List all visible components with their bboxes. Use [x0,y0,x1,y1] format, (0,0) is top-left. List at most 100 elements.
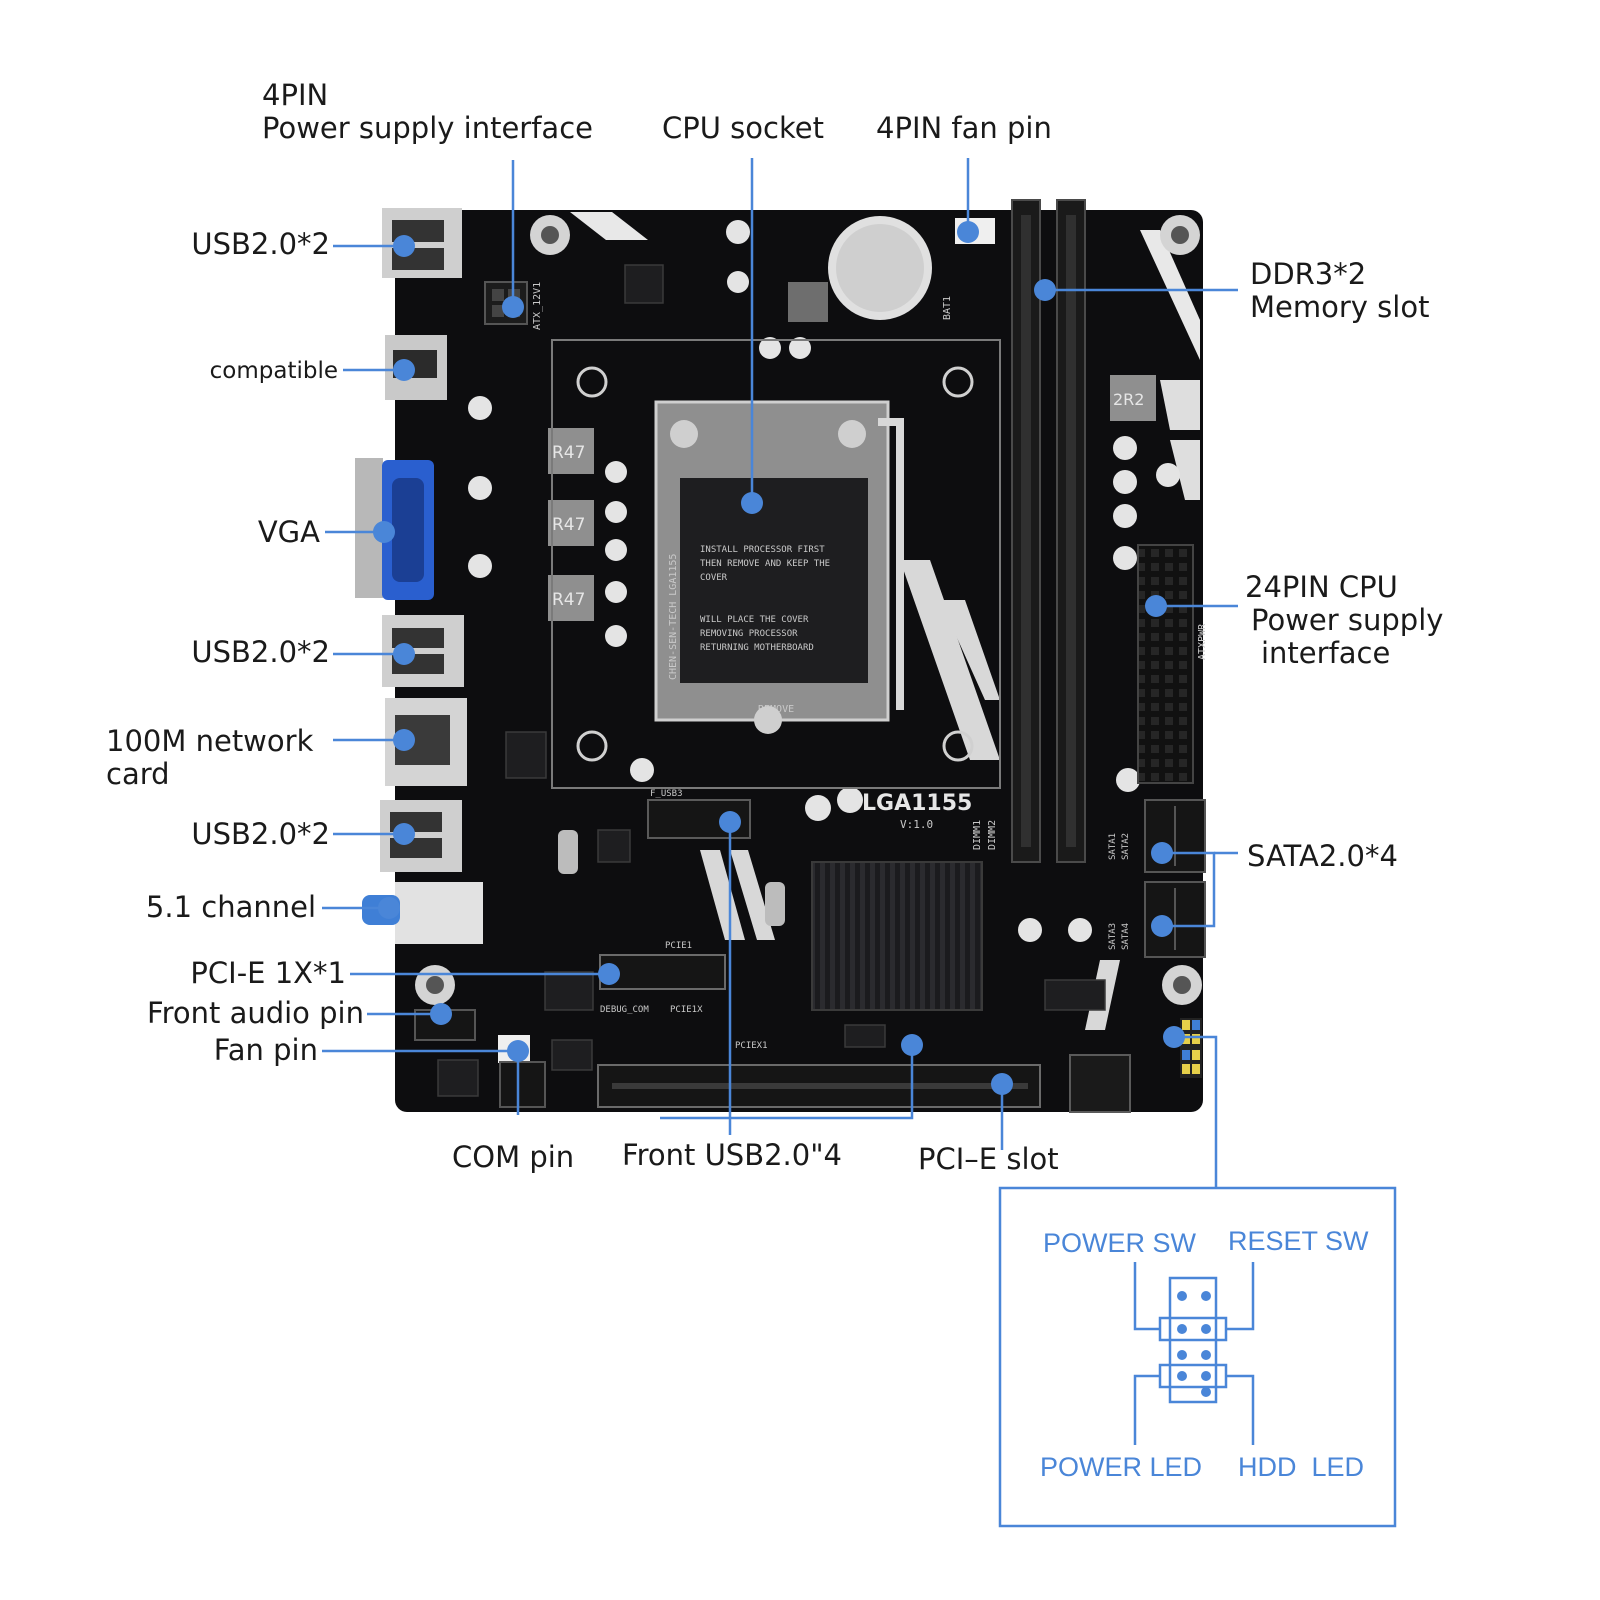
sata2-silk: SATA2 [1121,833,1131,860]
dimm1-silk: DIMM1 [972,820,983,850]
pcb-stripe [1140,230,1200,360]
pcb-stripe [1160,380,1200,430]
callout-dots [373,221,1185,1095]
front-panel-pins-board [1180,1018,1202,1078]
label-usb-mid: USB2.0*2 [191,635,330,669]
label-usb-low: USB2.0*2 [191,817,330,851]
label-vga: VGA [257,515,320,549]
pcb-stripe [700,850,745,940]
label-pcie-slot: PCI–E slot [918,1142,1059,1176]
f-usb-silk: F_USB3 [650,789,683,799]
sata-block-top [1144,799,1206,873]
usb-port-mid [382,615,464,687]
label-network-line1: 100M network [106,724,314,758]
label-ddr3: DDR3*2 Memory slot [1250,258,1429,324]
inductor: R47 [548,428,594,474]
usb-port-low [380,800,462,872]
svg-text:R47: R47 [552,443,585,463]
dimm2-silk: DIMM2 [987,820,998,850]
label-com-pin: COM pin [452,1140,575,1174]
label-sata: SATA2.0*4 [1247,839,1398,873]
pcie1-silk: PCIE1 [665,941,692,951]
ic-chips [437,264,1106,1097]
label-24pin-line1: 24PIN CPU [1245,570,1398,604]
label-pcie-1x: PCI-E 1X*1 [190,956,346,990]
label-front-usb: Front USB2.0"4 [622,1138,843,1172]
inductor: 2R2 [1110,375,1156,421]
front-panel-box [998,1186,1397,1528]
svg-text:THEN REMOVE AND KEEP THE: THEN REMOVE AND KEEP THE [700,559,830,569]
svg-text:REMOVING PROCESSOR: REMOVING PROCESSOR [700,629,798,639]
label-atx-4pin: 4PIN Power supply interface [262,79,593,145]
chipset-heatsink [811,861,983,1011]
crystal [558,830,578,874]
dimm-slot-2 [1056,199,1086,863]
dimm-slot-1 [1011,199,1041,863]
svg-text:WILL PLACE THE COVER: WILL PLACE THE COVER [700,615,809,625]
label-24pin-line3: interface [1261,636,1391,670]
mounting-hole [1162,965,1202,1005]
atx-power-silk: ATXPWR [1197,623,1208,660]
version-silk: V:1.0 [900,818,933,831]
label-4pin-fan: 4PIN fan pin [876,111,1052,145]
label-atx-4pin-line2: Power supply interface [262,111,593,145]
label-reset-sw: RESET SW [1228,1226,1369,1256]
socket-lever [896,420,904,710]
cover-text: INSTALL PROCESSOR FIRST [700,545,825,555]
label-atx-4pin-line1: 4PIN [262,78,329,112]
label-network-line2: card [106,757,170,791]
svg-text:2R2: 2R2 [1113,390,1144,409]
bat-silk: BAT1 [942,296,953,320]
label-compatible: compatible [209,358,338,384]
label-24pin-line2: Power supply [1251,603,1444,637]
front-panel-pin-dots [1177,1291,1211,1397]
pcb-stripe [900,560,1000,760]
label-ddr3-line2: Memory slot [1250,290,1430,324]
socket-model-silk: LGA1155 [862,791,972,816]
label-fan-pin: Fan pin [213,1033,318,1067]
brand-silk: CHEN-SEN-TECH LGA1155 [668,554,679,680]
pcb-stripe [570,212,648,240]
svg-text:R47: R47 [552,515,585,535]
label-power-led: POWER LED [1040,1452,1203,1482]
label-network: 100M network card [106,725,313,791]
vga-port [355,458,434,600]
inductor [788,282,828,322]
label-hdd-led: HDD LED [1238,1452,1365,1482]
label-cpu-socket: CPU socket [662,111,824,145]
sata4-silk: SATA4 [1121,923,1131,950]
label-5-1-channel: 5.1 channel [145,890,316,924]
svg-text:R47: R47 [552,590,585,610]
label-power-sw: POWER SW [1043,1228,1196,1258]
pcie1x-silk: PCIE1X [670,1005,703,1015]
mounting-hole [530,215,570,255]
crystal [765,882,785,926]
socket-keepout [551,339,1001,789]
debug-silk: DEBUG_COM [600,1005,649,1015]
pcb-stripe [1170,440,1200,500]
pciex1-silk: PCIEX1 [735,1041,768,1051]
com-header [499,1061,546,1108]
label-front-audio: Front audio pin [147,996,364,1030]
capacitor-group [468,220,1180,942]
label-usb-top: USB2.0*2 [191,227,330,261]
label-ddr3-line1: DDR3*2 [1250,257,1367,291]
mounting-hole [415,965,455,1005]
inductor: R47 [548,575,594,621]
sata1-silk: SATA1 [1108,833,1118,860]
front-panel-diagram [1133,1262,1255,1445]
pcb-stripe [730,850,775,940]
inductor: R47 [548,500,594,546]
atx-24pin-connector [1137,544,1194,784]
mounting-hole [1160,215,1200,255]
socket-cover [680,478,868,683]
atx-12v-silk: ATX_12V1 [532,282,543,330]
pcb-stripe [940,600,1000,700]
pcie-x1-slot [599,954,726,990]
svg-text:COVER: COVER [700,573,728,583]
svg-text:RETURNING MOTHERBOARD: RETURNING MOTHERBOARD [700,643,814,653]
label-24pin: 24PIN CPU Power supply interface [1245,571,1443,670]
sata3-silk: SATA3 [1108,923,1118,950]
